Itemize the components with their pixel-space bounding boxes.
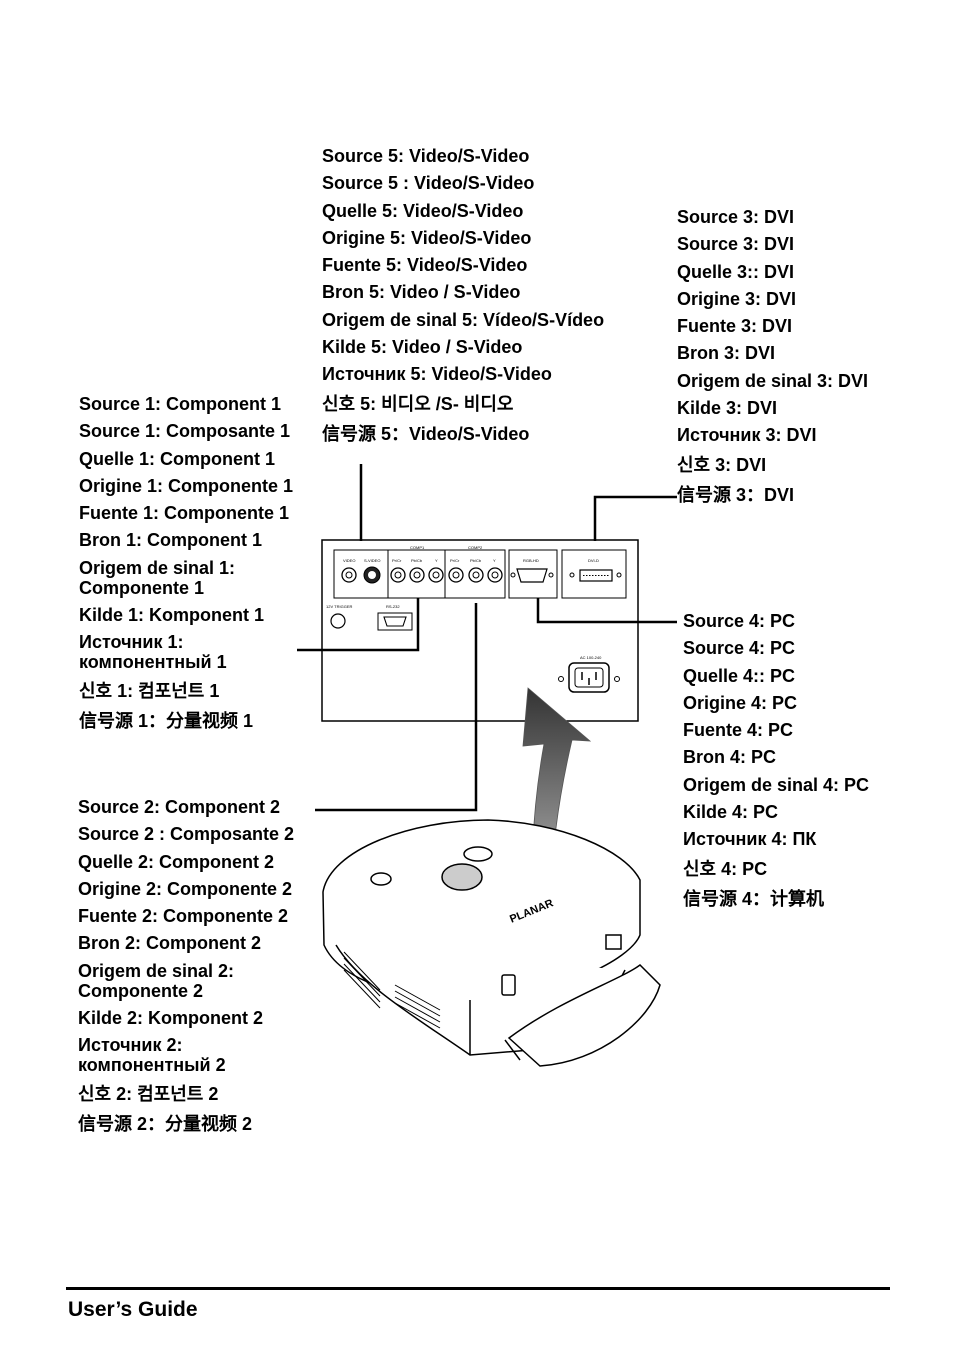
- footer-title: User’s Guide: [68, 1298, 198, 1321]
- source5-label-es: Fuente 5: Video/S-Video: [322, 255, 528, 276]
- source2-label-ru: Источник 2: компонентный 2: [78, 1035, 226, 1076]
- source1-label-es: Fuente 1: Componente 1: [79, 503, 290, 524]
- source5-label-nl: Bron 5: Video / S-Video: [322, 282, 521, 303]
- source5-label-group: Source 5: Video/S-Video Source 5 : Video…: [322, 143, 604, 449]
- svg-text:Pr/Cr: Pr/Cr: [450, 558, 460, 563]
- source3-label-en: Source 3: DVI: [677, 207, 795, 227]
- source3-label-no: Kilde 3: DVI: [677, 398, 778, 419]
- footer-divider: [66, 1287, 890, 1290]
- source2-label-it: Origine 2: Componente 2: [78, 878, 293, 899]
- comp2-label: COMP2: [468, 545, 483, 550]
- leader-line-source1: [297, 598, 420, 652]
- source2-label-nl: Bron 2: Component 2: [78, 933, 261, 954]
- source5-label-it: Origine 5: Video/S-Video: [322, 227, 532, 248]
- source1-label-fr: Source 1: Composante 1: [79, 421, 291, 442]
- svg-text:Pb/Cb: Pb/Cb: [470, 558, 482, 563]
- source4-label-group: Source 4: PC Source 4: PC Quelle 4:: PC …: [683, 608, 869, 914]
- source1-label-en: Source 1: Component 1: [79, 394, 282, 414]
- source2-label-pt: Origem de sinal 2: Componente 2: [78, 960, 235, 1001]
- source5-label-ko: 신호 5: 비디오 /S- 비디오: [322, 393, 514, 414]
- rgbhd-label: RGB-HD: [523, 558, 539, 563]
- source4-label-de: Quelle 4:: PC: [683, 665, 796, 686]
- source3-label-fr: Source 3: DVI: [677, 234, 795, 255]
- source3-label-zh: 信号源 3：DVI: [677, 484, 795, 505]
- source4-label-pt: Origem de sinal 4: PC: [683, 774, 870, 795]
- source2-label-es: Fuente 2: Componente 2: [78, 906, 289, 927]
- source1-label-it: Origine 1: Componente 1: [79, 475, 294, 496]
- source3-label-pt: Origem de sinal 3: DVI: [677, 370, 869, 391]
- comp1-label: COMP1: [410, 545, 425, 550]
- source1-label-ru: Источник 1: компонентный 1: [79, 632, 227, 673]
- source3-label-ru: Источник 3: DVI: [677, 425, 817, 446]
- source1-label-de: Quelle 1: Component 1: [79, 448, 276, 469]
- source1-label-no: Kilde 1: Komponent 1: [79, 604, 265, 625]
- source4-label-no: Kilde 4: PC: [683, 802, 779, 823]
- dvi-label: DVI-D: [588, 558, 599, 563]
- source5-label-pt: Origem de sinal 5: Vídeo/S-Vídeo: [322, 309, 605, 330]
- svg-text:RS-232: RS-232: [386, 604, 400, 609]
- source4-label-ru: Источник 4: ПК: [683, 829, 817, 850]
- source2-label-en: Source 2: Component 2: [78, 797, 281, 817]
- source2-label-fr: Source 2 : Composante 2: [78, 824, 295, 845]
- source5-label-zh: 信号源 5：Video/S-Video: [322, 423, 530, 444]
- svideo-port-label: S-VIDEO: [364, 558, 380, 563]
- source1-label-zh: 信号源 1：分量视频 1: [79, 711, 254, 732]
- svg-text:Pr/Cr: Pr/Cr: [392, 558, 402, 563]
- source2-label-ko: 신호 2: 컴포넌트 2: [78, 1084, 219, 1105]
- source3-label-nl: Bron 3: DVI: [677, 343, 776, 364]
- svg-text:Y: Y: [435, 558, 438, 563]
- svg-text:Pb/Cb: Pb/Cb: [411, 558, 423, 563]
- source2-label-zh: 信号源 2：分量视频 2: [78, 1114, 253, 1135]
- source4-label-it: Origine 4: PC: [683, 692, 798, 713]
- source3-label-es: Fuente 3: DVI: [677, 316, 793, 337]
- source4-label-fr: Source 4: PC: [683, 638, 796, 659]
- comp2-port-box: [444, 549, 506, 599]
- source3-label-de: Quelle 3:: DVI: [677, 261, 795, 282]
- svg-text:AC 100-240: AC 100-240: [580, 655, 602, 660]
- source5-label-fr: Source 5 : Video/S-Video: [322, 173, 535, 194]
- leader-line-source2: [315, 603, 478, 812]
- source1-label-nl: Bron 1: Component 1: [79, 530, 262, 551]
- source4-label-es: Fuente 4: PC: [683, 720, 794, 741]
- source1-label-ko: 신호 1: 컴포넌트 1: [79, 681, 220, 702]
- source5-label-ru: Источник 5: Video/S-Video: [322, 364, 552, 385]
- source5-label-de: Quelle 5: Video/S-Video: [322, 200, 524, 221]
- projector-illustration: [322, 819, 661, 1067]
- video-port-label: VIDEO: [343, 558, 355, 563]
- source4-label-en: Source 4: PC: [683, 611, 796, 631]
- source3-label-ko: 신호 3: DVI: [677, 454, 767, 475]
- source4-label-ko: 신호 4: PC: [683, 858, 768, 879]
- source2-label-group: Source 2: Component 2 Source 2 : Composa…: [78, 794, 313, 1139]
- source5-label-en: Source 5: Video/S-Video: [322, 146, 530, 166]
- rgbhd-port-box: [508, 549, 558, 599]
- leader-line-source3: [593, 495, 677, 541]
- leader-line-source4: [536, 598, 677, 624]
- source3-label-group: Source 3: DVI Source 3: DVI Quelle 3:: D…: [677, 204, 868, 510]
- source4-label-nl: Bron 4: PC: [683, 747, 777, 768]
- source5-label-no: Kilde 5: Video / S-Video: [322, 337, 523, 358]
- svg-text:12V TRIGGER: 12V TRIGGER: [326, 604, 352, 609]
- source2-label-no: Kilde 2: Komponent 2: [78, 1007, 264, 1028]
- source4-label-zh: 信号源 4：计算机: [683, 888, 825, 909]
- dvi-port-box: [561, 549, 627, 599]
- source2-label-de: Quelle 2: Component 2: [78, 851, 275, 872]
- svg-text:Y: Y: [493, 558, 496, 563]
- source3-label-it: Origine 3: DVI: [677, 288, 797, 309]
- source1-label-pt: Origem de sinal 1: Componente 1: [79, 557, 236, 598]
- vent-grille: [343, 951, 441, 1029]
- source1-label-group: Source 1: Component 1 Source 1: Composan…: [79, 391, 311, 736]
